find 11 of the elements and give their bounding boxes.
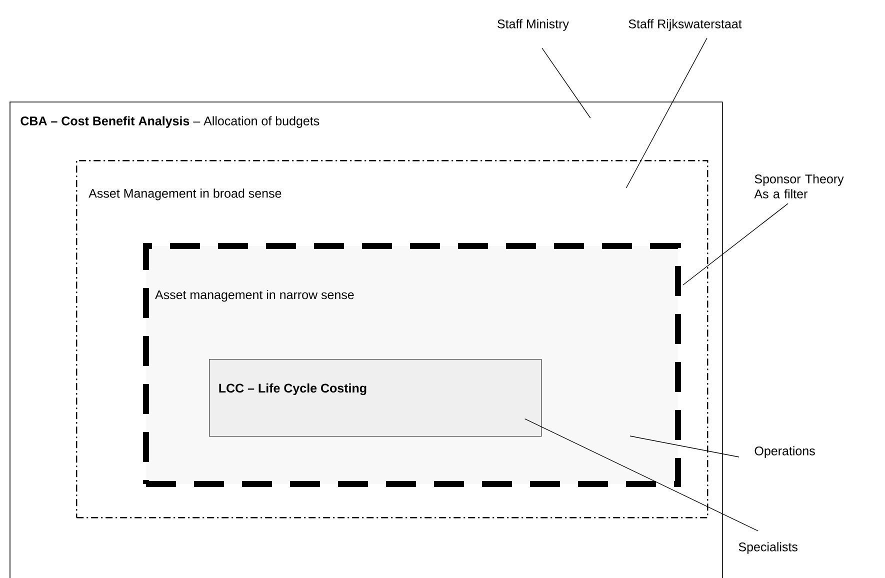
inner-box: LCC – Life Cycle Costing (209, 359, 542, 437)
leader-line (630, 436, 740, 458)
leader-line (542, 48, 591, 118)
annotation-text: Operations (754, 446, 815, 458)
annotation-text: Sponsor Theory As a filter (754, 174, 844, 198)
annotation-text: Staff Ministry (498, 19, 569, 31)
leader-line (682, 203, 788, 286)
annotation-text: Staff Rijkswaterstaat (628, 19, 742, 31)
annotation-text: Specialists (738, 542, 798, 554)
leader-line (626, 38, 708, 188)
leader-line (524, 418, 758, 532)
